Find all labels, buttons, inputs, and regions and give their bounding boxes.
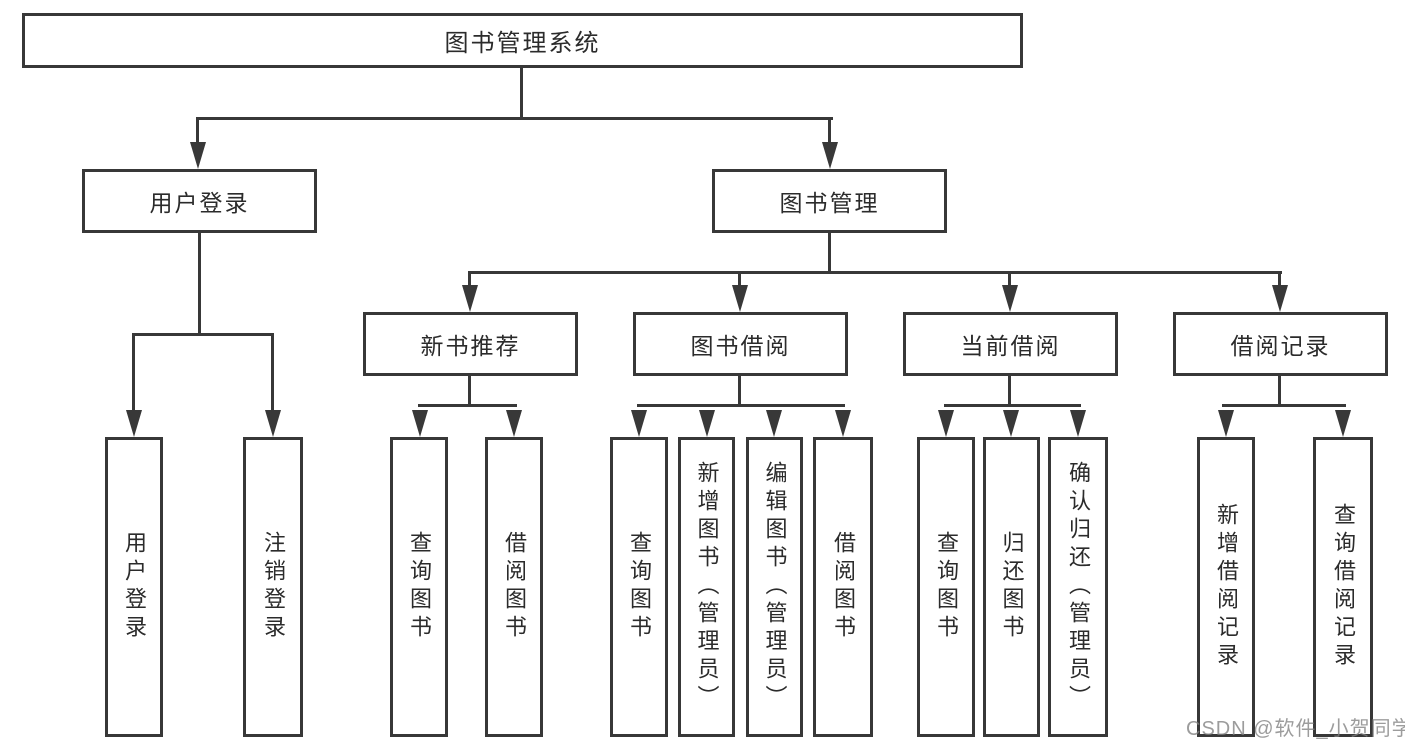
arrowhead-down-icon: [190, 142, 206, 169]
connector-line: [944, 404, 1081, 407]
connector-line: [468, 271, 1282, 274]
connector-line: [828, 117, 831, 147]
connector-line: [198, 233, 201, 336]
leaf-label: 新增图书（管理员）: [694, 461, 720, 713]
connector-line: [520, 68, 523, 119]
node-new-book-recommendation: 新书推荐: [363, 312, 578, 376]
connector-line: [132, 333, 135, 413]
leaf-borrow-books: 借阅图书: [813, 437, 873, 737]
leaf-label: 查询图书: [934, 531, 959, 643]
leaf-label: 借阅图书: [502, 531, 527, 643]
leaf-label: 新增借阅记录: [1214, 503, 1239, 671]
node-label: 图书借阅: [690, 333, 791, 359]
arrowhead-down-icon: [732, 285, 748, 312]
leaf-logout: 注销登录: [243, 437, 303, 737]
arrowhead-down-icon: [938, 410, 954, 437]
arrowhead-down-icon: [822, 142, 838, 169]
leaf-add-borrow-record: 新增借阅记录: [1197, 437, 1255, 737]
connector-line: [1278, 271, 1281, 289]
leaf-label: 编辑图书（管理员）: [762, 461, 788, 713]
node-book-borrowing: 图书借阅: [633, 312, 848, 376]
leaf-add-books-admin: 新增图书（管理员）: [678, 437, 735, 737]
connector-line: [828, 233, 831, 274]
leaf-label: 查询图书: [627, 531, 652, 643]
arrowhead-down-icon: [631, 410, 647, 437]
leaf-label: 归还图书: [999, 531, 1025, 643]
arrowhead-down-icon: [265, 410, 281, 437]
leaf-borrow-books-recommend: 借阅图书: [485, 437, 543, 737]
leaf-query-borrow-record: 查询借阅记录: [1313, 437, 1373, 737]
arrowhead-down-icon: [766, 410, 782, 437]
connector-line: [197, 117, 833, 120]
connector-line: [1008, 271, 1011, 289]
connector-line: [738, 271, 741, 289]
leaf-label: 借阅图书: [831, 531, 856, 643]
arrowhead-down-icon: [126, 410, 142, 437]
connector-line: [418, 404, 517, 407]
arrowhead-down-icon: [1070, 410, 1086, 437]
arrowhead-down-icon: [412, 410, 428, 437]
node-book-management: 图书管理: [712, 169, 947, 233]
node-user-login: 用户登录: [82, 169, 317, 233]
connector-line: [468, 376, 471, 406]
node-current-borrowing: 当前借阅: [903, 312, 1118, 376]
node-label: 用户登录: [149, 190, 250, 216]
leaf-confirm-return-admin: 确认归还（管理员）: [1048, 437, 1108, 737]
connector-line: [637, 404, 845, 407]
node-borrowing-records: 借阅记录: [1173, 312, 1388, 376]
leaf-label: 查询借阅记录: [1331, 503, 1356, 671]
node-label: 图书管理: [779, 190, 880, 216]
leaf-query-books-borrowing: 查询图书: [610, 437, 668, 737]
leaf-label: 确认归还（管理员）: [1066, 461, 1091, 713]
node-library-management-system: 图书管理系统: [22, 13, 1023, 68]
arrowhead-down-icon: [1272, 285, 1288, 312]
connector-line: [468, 271, 471, 289]
arrowhead-down-icon: [1003, 410, 1019, 437]
leaf-edit-books-admin: 编辑图书（管理员）: [746, 437, 803, 737]
leaf-return-books: 归还图书: [983, 437, 1040, 737]
leaf-query-books-recommend: 查询图书: [390, 437, 448, 737]
leaf-label: 用户登录: [122, 531, 147, 643]
connector-line: [1222, 404, 1346, 407]
arrowhead-down-icon: [506, 410, 522, 437]
arrowhead-down-icon: [1218, 410, 1234, 437]
arrowhead-down-icon: [1335, 410, 1351, 437]
arrowhead-down-icon: [835, 410, 851, 437]
connector-line: [1278, 376, 1281, 406]
connector-line: [271, 333, 274, 413]
node-label: 新书推荐: [420, 333, 521, 359]
leaf-user-login: 用户登录: [105, 437, 163, 737]
leaf-label: 查询图书: [407, 531, 432, 643]
connector-line: [738, 376, 741, 406]
leaf-query-books-current: 查询图书: [917, 437, 975, 737]
watermark-text: CSDN @软件_小贺同学: [1186, 718, 1405, 740]
connector-line: [196, 117, 199, 147]
node-label: 当前借阅: [960, 333, 1061, 359]
arrowhead-down-icon: [1002, 285, 1018, 312]
connector-line: [132, 333, 274, 336]
node-label: 图书管理系统: [444, 30, 601, 57]
connector-line: [1008, 376, 1011, 406]
leaf-label: 注销登录: [261, 531, 286, 643]
node-label: 借阅记录: [1230, 333, 1331, 359]
arrowhead-down-icon: [699, 410, 715, 437]
arrowhead-down-icon: [462, 285, 478, 312]
